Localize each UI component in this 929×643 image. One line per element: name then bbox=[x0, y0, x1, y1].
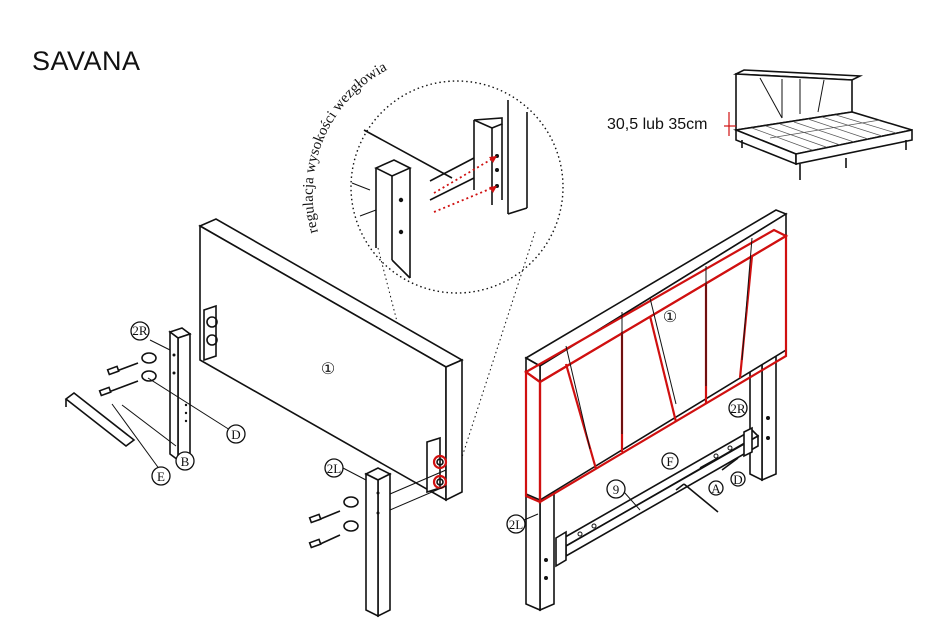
tag-bracket-right: F bbox=[666, 454, 673, 469]
tag-washer-right: D bbox=[733, 472, 742, 487]
height-adjust-detail: regulacja wysokości wezgłowia bbox=[301, 59, 564, 294]
tag-allen-key: E bbox=[157, 469, 165, 484]
tag-2r-left: 2R bbox=[132, 323, 148, 338]
tag-long-bolt-left: B bbox=[181, 454, 190, 469]
right-headboard-assembly: ① 2R F A D 9 bbox=[506, 209, 789, 612]
product-title: SAVANA bbox=[32, 46, 141, 76]
bed-thumbnail bbox=[724, 69, 913, 180]
tag-2l-left: 2L bbox=[327, 461, 342, 476]
tag-washer-left: D bbox=[231, 427, 240, 442]
left-headboard-assembly: ① bbox=[64, 218, 464, 618]
headboard-number-right: ① bbox=[663, 309, 677, 326]
headboard-number-left: ① bbox=[321, 361, 335, 378]
tag-rail-right: 9 bbox=[613, 482, 620, 497]
tag-2r-right: 2R bbox=[730, 401, 746, 416]
tag-bolt-right: A bbox=[711, 481, 721, 496]
tag-2l-right: 2L bbox=[509, 517, 524, 532]
height-option-label: 30,5 lub 35cm bbox=[607, 116, 708, 133]
